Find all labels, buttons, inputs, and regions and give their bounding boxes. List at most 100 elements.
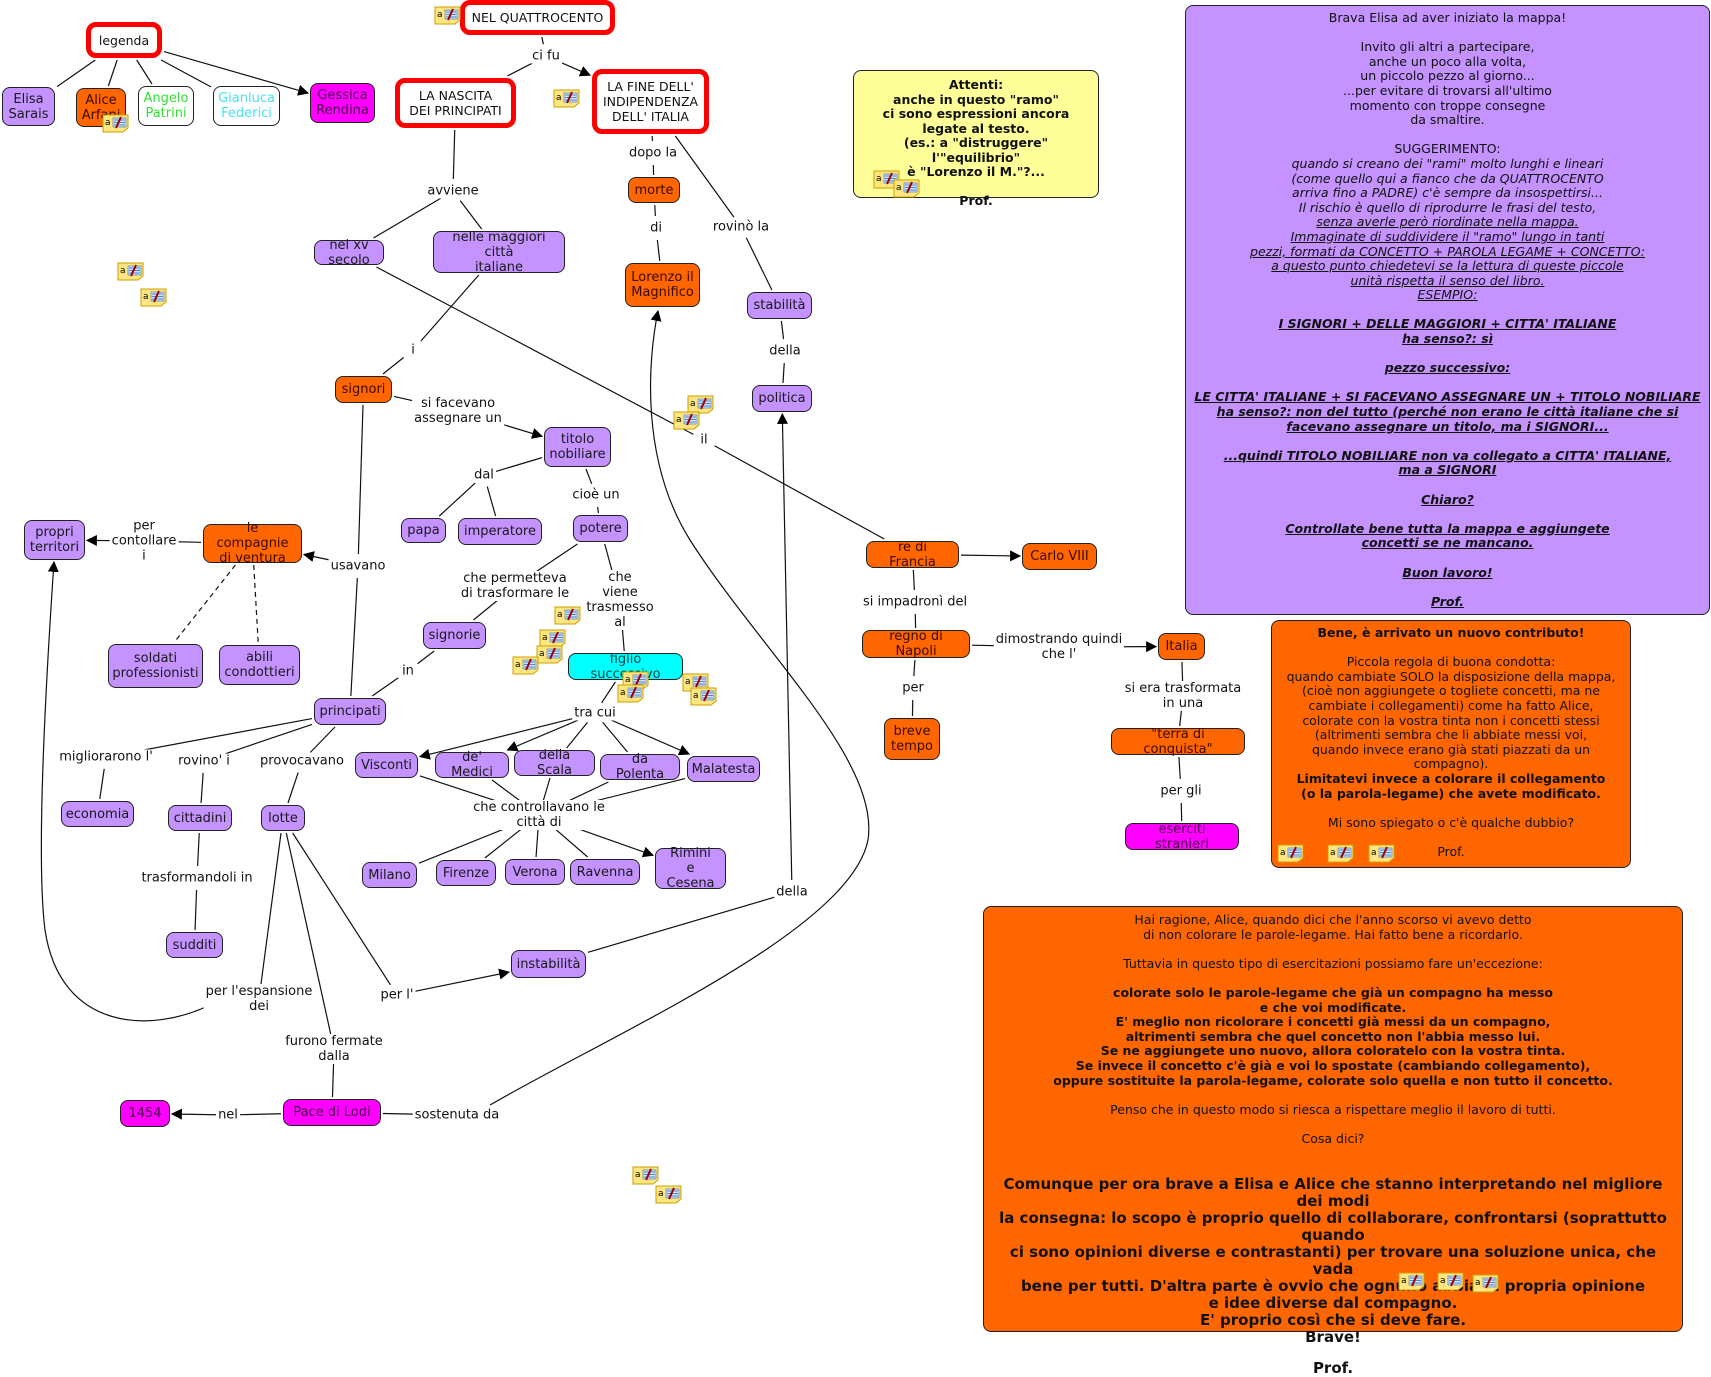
link-morte-di[interactable]	[655, 205, 656, 216]
dashed-link-compagnie-condottieri[interactable]	[254, 565, 258, 643]
concept-italia[interactable]: Italia	[1158, 633, 1205, 660]
annotation-note-icon[interactable]: a	[117, 262, 144, 281]
linking-phrase-tracui[interactable]: tra cui	[572, 706, 618, 721]
link-napoli-per[interactable]	[914, 660, 915, 676]
linking-phrase-della2[interactable]: della	[774, 885, 809, 900]
link-dal-imperatore[interactable]	[487, 487, 495, 516]
linking-phrase-i[interactable]: i	[409, 343, 417, 358]
link-legenda-elisa[interactable]	[57, 60, 95, 87]
annotation-note-icon[interactable]: a	[512, 656, 539, 675]
link-lodi-nel[interactable]	[240, 1114, 281, 1115]
concept-angelo[interactable]: Angelo Patrini	[138, 86, 194, 126]
concept-y1454[interactable]: 1454	[120, 1100, 170, 1127]
concept-compagnie[interactable]: le compagnie di ventura	[203, 524, 302, 563]
concept-territori[interactable]: propri territori	[24, 520, 85, 560]
concept-visconti[interactable]: Visconti	[355, 752, 418, 778]
annotation-note-icon[interactable]: a	[102, 114, 129, 133]
link-miglioraronol-economia[interactable]	[100, 769, 104, 799]
annotation-note-icon[interactable]: a	[1398, 1272, 1425, 1291]
concept-sudditi[interactable]: sudditi	[166, 932, 223, 958]
link-della1-politica[interactable]	[783, 363, 784, 383]
link-tracui-medici[interactable]	[507, 718, 583, 750]
concept-milano[interactable]: Milano	[362, 862, 417, 888]
concept-politica[interactable]: politica	[752, 385, 812, 412]
concept-titolo[interactable]: titolo nobiliare	[544, 427, 611, 467]
link-trasformandoli-sudditi[interactable]	[195, 890, 196, 930]
concept-malatesta[interactable]: Malatesta	[687, 756, 760, 782]
linking-phrase-sieratrasformata[interactable]: si era trasformata in una	[1123, 681, 1243, 711]
linking-phrase-perl[interactable]: per l'	[379, 988, 416, 1003]
linking-phrase-sifacevano[interactable]: si facevano assegnare un	[412, 396, 504, 426]
linking-phrase-per[interactable]: per	[900, 681, 926, 696]
teacher-note-regola[interactable]: Bene, è arrivato un nuovo contributo! Pi…	[1271, 620, 1631, 868]
linking-phrase-della1[interactable]: della	[767, 344, 802, 359]
concept-economia[interactable]: economia	[61, 801, 134, 827]
linking-phrase-dimostrando[interactable]: dimostrando quindi che l'	[994, 632, 1124, 662]
annotation-note-icon[interactable]: a	[553, 89, 580, 108]
linking-phrase-sostenutada[interactable]: sostenuta da	[413, 1108, 502, 1123]
annotation-note-icon[interactable]: a	[617, 684, 644, 703]
link-titolo-dal[interactable]	[495, 458, 542, 472]
link-instabilita-della2[interactable]	[588, 895, 780, 952]
concept-signorie[interactable]: signorie	[423, 622, 486, 649]
link-rovinola-stabilita[interactable]	[746, 238, 772, 290]
link-principati-rovinoi[interactable]	[215, 724, 312, 757]
linking-phrase-perespansione[interactable]: per l'espansione dei	[204, 984, 315, 1014]
annotation-note-icon[interactable]: a	[632, 1166, 659, 1185]
annotation-note-icon[interactable]: a	[1437, 1272, 1464, 1291]
concept-carlo[interactable]: Carlo VIII	[1022, 543, 1097, 570]
link-il-re[interactable]	[715, 446, 885, 539]
concept-cittadini[interactable]: cittadini	[168, 805, 232, 831]
annotation-note-icon[interactable]: a	[893, 179, 920, 198]
link-cifu-fine[interactable]	[557, 61, 590, 75]
linking-phrase-dopola[interactable]: dopo la	[627, 146, 679, 161]
link-lotte-perl[interactable]	[293, 833, 391, 985]
annotation-note-icon[interactable]: a	[1327, 844, 1354, 863]
link-legenda-alice[interactable]	[108, 60, 117, 86]
annotation-note-icon[interactable]: a	[655, 1185, 682, 1204]
concept-lodi[interactable]: Pace di Lodi	[283, 1099, 381, 1126]
linking-phrase-trasformandoli[interactable]: trasformandoli in	[139, 871, 254, 886]
concept-ravenna[interactable]: Ravenna	[570, 859, 640, 885]
linking-phrase-siimpadroni[interactable]: si impadronì del	[861, 595, 969, 610]
linking-phrase-usavano[interactable]: usavano	[329, 559, 388, 574]
concept-elisa[interactable]: Elisa Sarais	[2, 87, 55, 126]
concept-papa[interactable]: papa	[401, 518, 446, 543]
dashed-link-compagnie-soldati[interactable]	[175, 565, 236, 642]
concept-medici[interactable]: de' Medici	[435, 752, 509, 778]
linking-phrase-il[interactable]: il	[698, 433, 709, 448]
link-cifu-nascita[interactable]	[507, 62, 535, 76]
link-tracui-scala[interactable]	[567, 722, 588, 748]
linking-phrase-furonofermate[interactable]: furono fermate dalla	[283, 1034, 385, 1064]
link-di-lorenzo[interactable]	[657, 240, 659, 261]
link-cittadini-trasformandoli[interactable]	[198, 833, 200, 866]
linking-phrase-rovinola[interactable]: rovinò la	[711, 220, 771, 235]
concept-stabilita[interactable]: stabilità	[747, 292, 812, 319]
link-re-siimpadroni[interactable]	[913, 570, 914, 590]
concept-potere[interactable]: potere	[573, 515, 628, 542]
link-furonofermate-lodi[interactable]	[332, 1061, 333, 1097]
linking-phrase-miglioraronol[interactable]: migliorarono l'	[57, 750, 155, 765]
concept-breve[interactable]: breve tempo	[884, 718, 940, 760]
annotation-note-icon[interactable]: a	[554, 606, 581, 625]
linking-phrase-chevienetrasmesso[interactable]: che viene trasmesso al	[584, 570, 655, 630]
concept-re[interactable]: re di Francia	[866, 541, 959, 568]
concept-lotte[interactable]: lotte	[261, 805, 305, 831]
concept-verona[interactable]: Verona	[505, 859, 565, 885]
linking-phrase-cioeun[interactable]: cioè un	[570, 488, 621, 503]
link-signorie-in[interactable]	[418, 651, 435, 664]
linking-phrase-rovinoi[interactable]: rovino' i	[176, 754, 232, 769]
linking-phrase-cifu[interactable]: ci fu	[530, 49, 562, 64]
link-legenda-angelo[interactable]	[137, 60, 152, 84]
link-checontrollavano-verona[interactable]	[536, 827, 538, 857]
concept-gessica[interactable]: Gessica Rendina	[310, 83, 375, 123]
concept-maggiori[interactable]: nelle maggiori città italiane	[433, 231, 565, 273]
annotation-note-icon[interactable]: a	[536, 645, 563, 664]
linking-phrase-nel[interactable]: nel	[216, 1108, 240, 1123]
concept-gianluca[interactable]: Gianluca Federici	[213, 86, 280, 126]
link-stabilita-della1[interactable]	[781, 321, 783, 339]
annotation-note-icon[interactable]: a	[434, 6, 461, 25]
teacher-note-suggerimento[interactable]: Brava Elisa ad aver iniziato la mappa! I…	[1185, 5, 1710, 615]
link-fine-rovinola[interactable]	[675, 136, 734, 217]
concept-morte[interactable]: morte	[628, 177, 680, 203]
